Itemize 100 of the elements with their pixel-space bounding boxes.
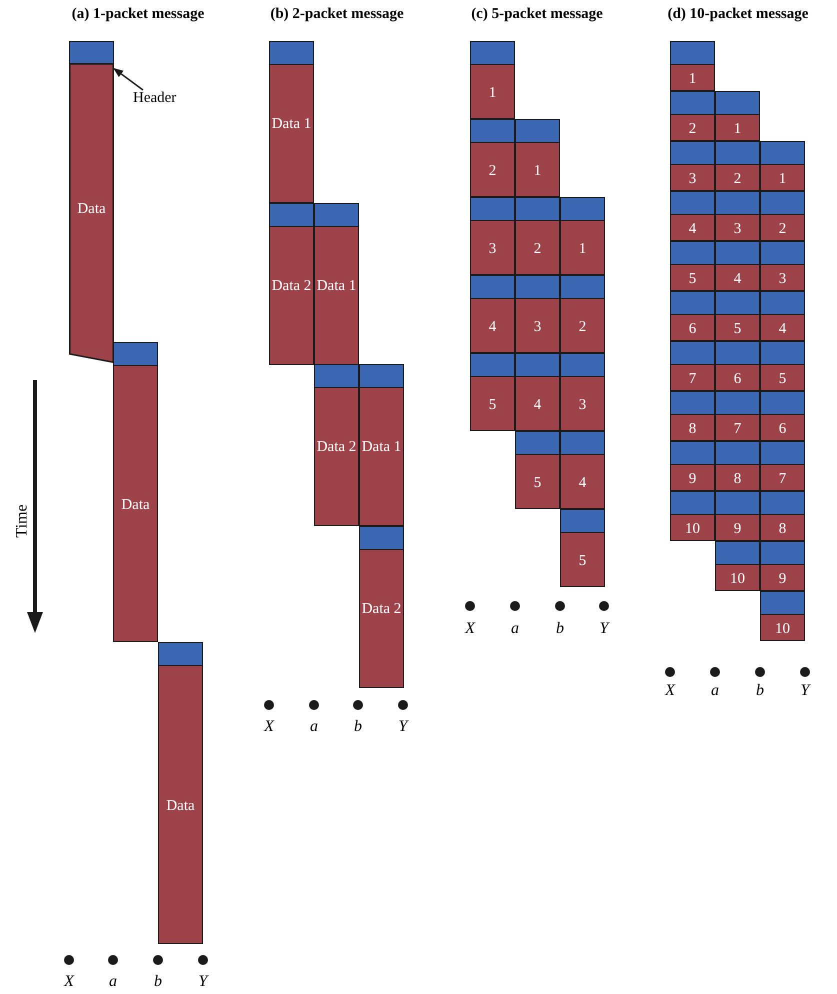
packet: [560, 509, 605, 587]
panel-title: (d) 10-packet message: [668, 6, 808, 23]
node-label: X: [465, 620, 475, 638]
packet: [515, 353, 560, 431]
packet: [715, 241, 760, 291]
packet: [670, 91, 715, 141]
packet-label: 6: [688, 320, 698, 338]
packet: [113, 342, 158, 642]
packet: [670, 141, 715, 191]
packet: [715, 441, 760, 491]
packet-label: Data: [120, 496, 151, 514]
packet: [314, 203, 359, 365]
packet-label: Data: [76, 200, 107, 219]
packet-label: Data 2: [270, 276, 312, 296]
packet: [670, 241, 715, 291]
packet-label: 1: [532, 162, 542, 180]
packet: [760, 241, 805, 291]
node-label: b: [154, 973, 162, 991]
packet-label: 2: [688, 120, 698, 138]
node-label: b: [556, 620, 564, 638]
packet: [359, 364, 404, 526]
packet-label: 1: [732, 120, 742, 138]
node-label: a: [511, 620, 519, 638]
packet: [269, 41, 314, 203]
packet: [314, 364, 359, 526]
packet: [760, 591, 805, 641]
packet-label: 1: [688, 70, 698, 88]
packet: [515, 275, 560, 353]
packet-label: 2: [778, 220, 788, 238]
node-label: a: [109, 973, 117, 991]
packet: [560, 353, 605, 431]
panel-title: (a) 1-packet message: [72, 6, 204, 23]
packet-label: 3: [532, 318, 542, 336]
packet: [760, 191, 805, 241]
packet: [760, 141, 805, 191]
node-label: X: [665, 682, 675, 700]
packet-label: 3: [578, 396, 588, 414]
node-label: X: [264, 718, 274, 736]
packet: [470, 275, 515, 353]
packet: [515, 431, 560, 509]
packet-label: 9: [688, 470, 698, 488]
packet: [470, 197, 515, 275]
packet: [359, 526, 404, 688]
packet-label: 3: [688, 170, 698, 188]
packet: [470, 41, 515, 119]
packet: [158, 642, 203, 944]
panel-title: (c) 5-packet message: [471, 6, 603, 23]
packet: [715, 541, 760, 591]
packet: [760, 441, 805, 491]
packet: [470, 353, 515, 431]
packet-label: 5: [578, 552, 588, 570]
packet-label: 9: [732, 520, 742, 538]
packet-label: 3: [778, 270, 788, 288]
packet-label: 4: [532, 396, 542, 414]
packet-label: 5: [778, 370, 788, 388]
packet: [715, 141, 760, 191]
packet-label: 7: [688, 370, 698, 388]
packet: [560, 431, 605, 509]
packet: [670, 341, 715, 391]
packet: [560, 275, 605, 353]
node-label: Y: [398, 718, 408, 736]
packet-label: 5: [732, 320, 742, 338]
packet: [760, 391, 805, 441]
packet-label: 1: [778, 170, 788, 188]
packet-label: 2: [732, 170, 742, 188]
packet-label: 3: [488, 240, 498, 258]
packet: [715, 391, 760, 441]
node-label: a: [310, 718, 318, 736]
node-label: b: [354, 718, 362, 736]
node-label: X: [64, 973, 74, 991]
axis-label: Time: [14, 504, 32, 538]
leader-line: [113, 68, 144, 91]
packet-label: 1: [578, 240, 588, 258]
packet-label: Data 1: [360, 438, 402, 456]
packet: [760, 341, 805, 391]
packet-label: 10: [774, 620, 791, 638]
packet-label: 2: [488, 162, 498, 180]
node-label: Y: [800, 682, 810, 700]
packet-label: 8: [688, 420, 698, 438]
packet-label: 8: [778, 520, 788, 538]
node-label: a: [711, 682, 719, 700]
packet: [515, 119, 560, 197]
packet-label: 10: [684, 520, 701, 538]
callout-text: Header: [133, 90, 176, 107]
packet-label: 4: [688, 220, 698, 238]
packet-label: Data 1: [270, 114, 312, 134]
packet-label: 10: [729, 570, 746, 588]
packet-label: 3: [732, 220, 742, 238]
packet: [69, 41, 114, 363]
packet-label: 4: [578, 474, 588, 492]
packet-label: 4: [732, 270, 742, 288]
packet: [670, 391, 715, 441]
packet: [715, 341, 760, 391]
packet-label: Data 2: [316, 438, 358, 456]
packet-label: 5: [688, 270, 698, 288]
packet: [515, 197, 560, 275]
panel-title: (b) 2-packet message: [270, 6, 404, 23]
packet-label: 6: [732, 370, 742, 388]
packet-label: Data 1: [316, 276, 358, 296]
packet: [560, 197, 605, 275]
